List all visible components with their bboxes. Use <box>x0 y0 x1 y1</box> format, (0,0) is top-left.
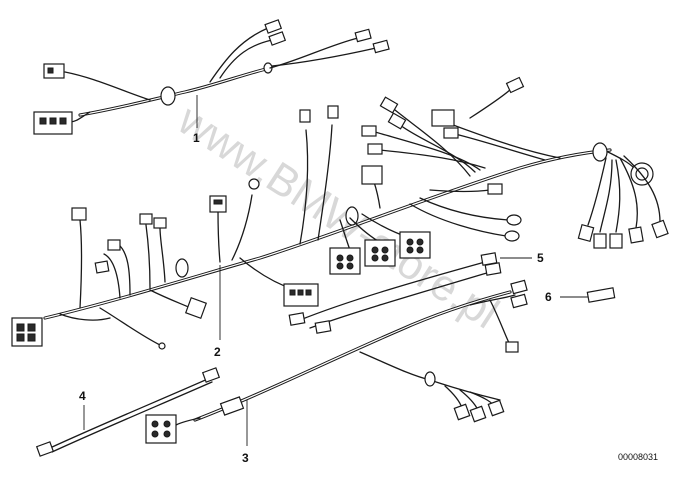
harness-part-2 <box>11 76 669 350</box>
harness-part-5 <box>288 252 502 334</box>
callout-6: 6 <box>545 290 552 304</box>
harness-part-3 <box>145 279 528 444</box>
harness-part-4 <box>35 367 221 457</box>
harness-part-6 <box>586 287 616 303</box>
callout-5: 5 <box>537 251 544 265</box>
callout-1: 1 <box>193 131 200 145</box>
harness-part-1 <box>33 19 390 135</box>
callout-4: 4 <box>79 389 86 403</box>
drawing-number: 00008031 <box>618 452 658 462</box>
callout-3: 3 <box>242 451 249 465</box>
callout-2: 2 <box>214 345 221 359</box>
